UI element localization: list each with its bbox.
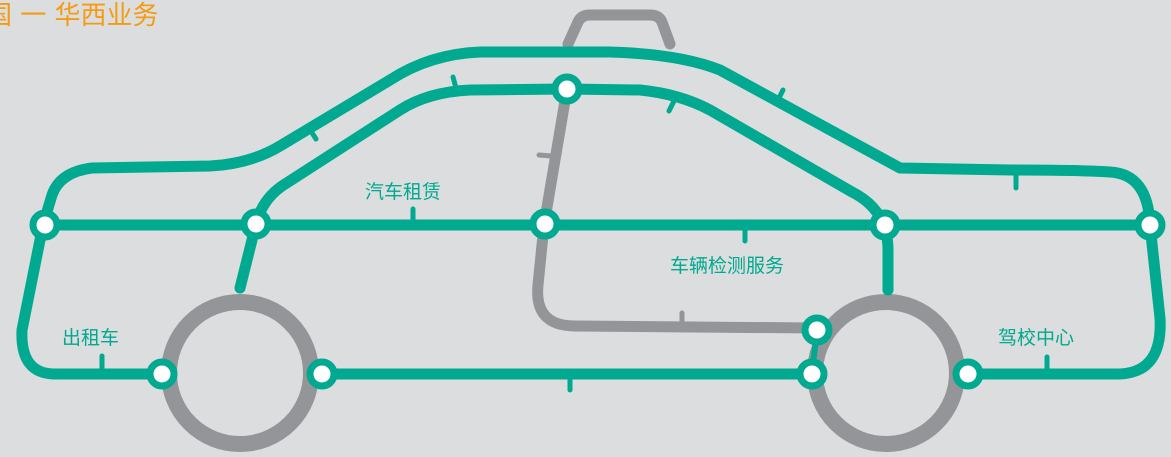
station-rear-wheel-left xyxy=(146,358,178,390)
stations xyxy=(29,73,1166,390)
label-car-rental: 汽车租赁 xyxy=(365,181,441,203)
route-ticks xyxy=(99,74,1050,393)
front-wheel xyxy=(807,294,965,452)
label-taxi: 出租车 xyxy=(62,327,119,349)
station-front-belt xyxy=(1134,209,1166,241)
rear-wheel xyxy=(161,294,319,452)
car-body-outline xyxy=(16,46,1166,380)
station-roof xyxy=(551,73,583,105)
station-center-belt xyxy=(529,208,561,240)
roof-sign-outline xyxy=(562,9,676,50)
station-front-wheel-right xyxy=(952,358,984,390)
station-front-wheel-lower xyxy=(796,358,828,390)
inspection-line xyxy=(532,83,821,334)
window-outline xyxy=(234,83,894,296)
label-driving-school: 驾校中心 xyxy=(998,327,1074,349)
station-front-wheel-upper xyxy=(801,314,833,346)
station-rear-pillar xyxy=(240,208,272,240)
page-title: 国 一 华西业务 xyxy=(0,1,159,31)
station-rear-belt xyxy=(29,209,61,241)
label-vehicle-inspection: 车辆检测服务 xyxy=(670,255,784,277)
station-front-pillar xyxy=(869,209,901,241)
station-rear-wheel-right xyxy=(306,358,338,390)
